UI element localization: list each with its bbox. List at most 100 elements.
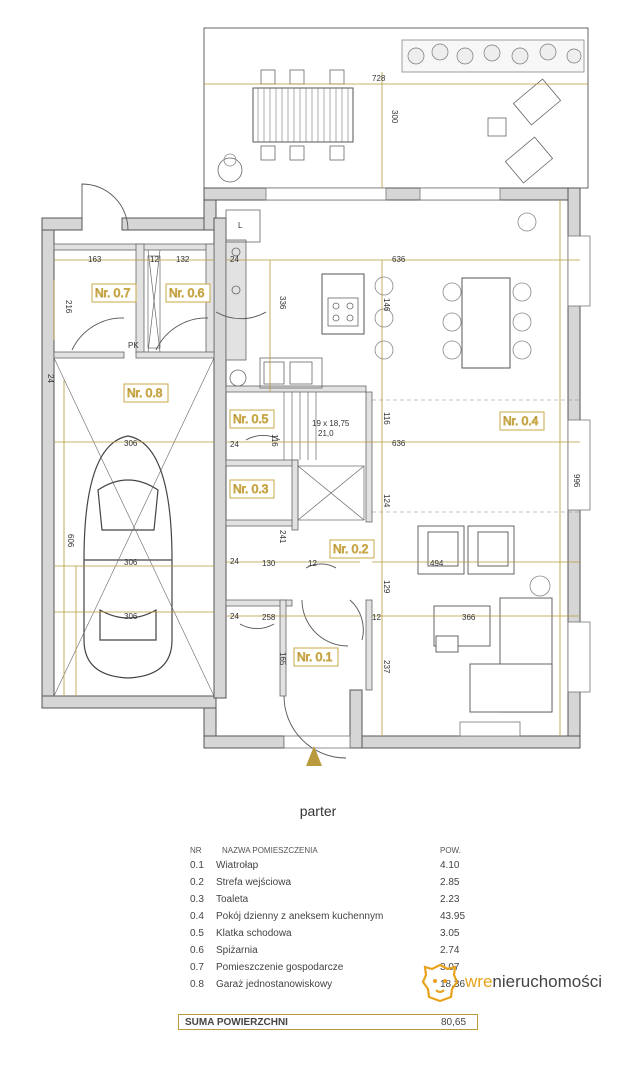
table-row: 0.3 Toaleta 2.23 xyxy=(178,894,478,911)
terrace-table xyxy=(252,87,354,143)
dimension-label: PK xyxy=(128,341,139,350)
row-name: Klatka schodowa xyxy=(216,928,292,939)
svg-text:Nr. 0.2: Nr. 0.2 xyxy=(333,542,369,556)
dimension-label: 146 xyxy=(382,298,391,312)
dimension-label: 116 xyxy=(270,434,279,447)
room-label: Nr. 0.1 xyxy=(293,647,339,667)
table-row: 0.2 Strefa wejściowa 2.85 xyxy=(178,877,478,894)
row-name: Pokój dzienny z aneksem kuchennym xyxy=(216,911,384,922)
row-area: 3.05 xyxy=(440,928,460,939)
dimension-label: 21,0 xyxy=(318,429,334,438)
stairs xyxy=(147,249,365,521)
table-header: NR NAZWA POMIESZCZENIA POW. xyxy=(178,846,478,860)
room-label: Nr. 0.4 xyxy=(499,411,545,431)
table-row: 0.1 Wiatrołap 4.10 xyxy=(178,860,478,877)
dimension-label: 336 xyxy=(278,296,287,310)
row-area: 2.74 xyxy=(440,945,460,956)
dimension-label: 237 xyxy=(382,660,391,674)
row-nr: 0.8 xyxy=(190,979,204,990)
doors xyxy=(71,183,364,759)
dimension-label: 24 xyxy=(230,612,239,621)
floor-plan: Nr. 0.1 Nr. 0.2 Nr. 0.3 Nr. 0.4 Nr. 0.5 Nr. 0… xyxy=(41,27,591,766)
dimension-label: 366 xyxy=(462,613,476,622)
dimension-label: 129 xyxy=(382,580,391,594)
floor-title: parter xyxy=(299,803,337,819)
sum-value: 80,65 xyxy=(441,1017,467,1028)
dimension-label: 306 xyxy=(124,612,138,621)
dimension-label: 494 xyxy=(430,559,444,568)
dimension-label: 12 xyxy=(308,559,317,568)
svg-text:Nr. 0.8: Nr. 0.8 xyxy=(127,386,163,400)
row-name: Pomieszczenie gospodarcze xyxy=(216,962,344,973)
room-label: Nr. 0.3 xyxy=(229,479,275,499)
dimension-label: 300 xyxy=(390,110,399,124)
dimension-label: 306 xyxy=(124,558,138,567)
dimension-label: 241 xyxy=(278,530,287,544)
svg-text:Nr. 0.6: Nr. 0.6 xyxy=(169,286,205,300)
row-nr: 0.1 xyxy=(190,860,204,871)
header-area: POW. xyxy=(440,846,461,855)
dimension-label: 636 xyxy=(392,439,406,448)
row-nr: 0.4 xyxy=(190,911,204,922)
dimension-label: 728 xyxy=(372,74,386,83)
room-label: Nr. 0.8 xyxy=(123,383,169,403)
dimension-label: 132 xyxy=(176,255,190,264)
dimension-label: 116 xyxy=(382,412,391,425)
svg-text:Nr. 0.7: Nr. 0.7 xyxy=(95,286,131,300)
dimension-label: 165 xyxy=(278,652,287,666)
row-area: 18.36 xyxy=(440,979,466,990)
row-nr: 0.7 xyxy=(190,962,204,973)
entrance-arrow xyxy=(306,746,322,766)
dimension-label: 306 xyxy=(124,439,138,448)
row-area: 43.95 xyxy=(440,911,466,922)
row-area: 2.85 xyxy=(440,877,460,888)
row-nr: 0.5 xyxy=(190,928,204,939)
dimension-label: 12 xyxy=(372,613,381,622)
dimension-label: 19 x 18,75 xyxy=(312,419,350,428)
row-name: Wiatrołap xyxy=(216,860,259,871)
room-labels: Nr. 0.1 Nr. 0.2 Nr. 0.3 Nr. 0.4 Nr. 0.5 Nr. 0… xyxy=(91,283,545,667)
car xyxy=(83,435,173,679)
row-area: 2.23 xyxy=(440,894,460,905)
dimension-label: 24 xyxy=(230,255,239,264)
room-table: NR NAZWA POMIESZCZENIA POW. 0.1 Wiatrołap… xyxy=(178,846,478,1030)
svg-text:Nr. 0.5: Nr. 0.5 xyxy=(233,412,269,426)
dimension-label: 12 xyxy=(150,255,159,264)
row-area: 4.10 xyxy=(440,860,460,871)
dimension-label: 130 xyxy=(262,559,276,568)
table-row: 0.5 Klatka schodowa 3.05 xyxy=(178,928,478,945)
room-label: Nr. 0.5 xyxy=(229,409,275,429)
svg-text:Nr. 0.3: Nr. 0.3 xyxy=(233,482,269,496)
row-name: Strefa wejściowa xyxy=(216,877,292,888)
table-row: 0.4 Pokój dzienny z aneksem kuchennym 43.9… xyxy=(178,911,478,928)
company-logo: wrenieruchomości xyxy=(421,963,631,1005)
header-nr: NR xyxy=(190,846,202,855)
windows xyxy=(265,187,591,749)
dimension-label: 216 xyxy=(64,300,73,314)
dimension-label: 124 xyxy=(382,494,391,508)
dimension-label: 24 xyxy=(230,440,239,449)
row-nr: 0.3 xyxy=(190,894,204,905)
dimension-lines xyxy=(53,72,588,736)
dimension-label: 24 xyxy=(46,374,55,383)
dimension-label: 996 xyxy=(572,474,581,488)
row-name: Spiżarnia xyxy=(216,945,258,956)
svg-text:Nr. 0.4: Nr. 0.4 xyxy=(503,414,539,428)
dimension-label: L xyxy=(238,221,243,230)
header-name: NAZWA POMIESZCZENIA xyxy=(222,846,318,855)
dining-table xyxy=(461,277,511,369)
logo-text: wrenieruchomości xyxy=(465,972,602,992)
row-name: Toaleta xyxy=(216,894,249,905)
sum-label: SUMA POWIERZCHNI xyxy=(185,1017,288,1028)
room-label: Nr. 0.2 xyxy=(329,539,375,559)
dimension-label: 636 xyxy=(392,255,406,264)
dimension-label: 258 xyxy=(262,613,276,622)
logo-brand-a: wre xyxy=(465,972,493,991)
row-nr: 0.2 xyxy=(190,877,204,888)
room-label: Nr. 0.7 xyxy=(91,283,137,303)
kitchen-island xyxy=(321,273,365,335)
room-label: Nr. 0.6 xyxy=(165,283,211,303)
